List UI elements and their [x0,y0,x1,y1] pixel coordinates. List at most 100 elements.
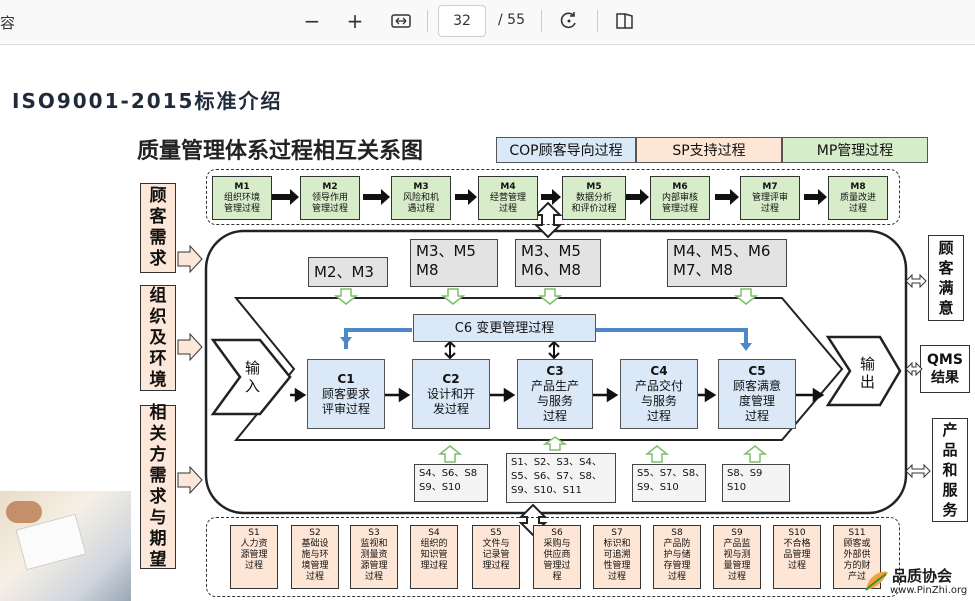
sp-process-code: S4 [428,528,440,538]
watermark-name: 品质协会 [892,567,953,585]
watermark-url: www.PinZhi.org [890,585,968,596]
cop-process-code: C3 [546,364,564,378]
mp-process-code: M4 [500,181,516,192]
m-ref-text: M2、M3 [314,263,374,281]
toolbar-divider [597,10,598,32]
m-ref-box: M2、M3 [308,257,388,287]
s-ref-box: S1、S2、S3、S4、 S5、S6、S7、S8、 S9、S10、S11 [506,453,616,503]
sp-process-code: S3 [368,528,380,538]
s-ref-text: S4、S6、S8 S9、S10 [419,468,478,493]
legend-cop: COP顾客导向过程 [496,137,636,163]
toolbar-divider [427,10,428,32]
mp-process-code: M5 [586,181,602,192]
cop-process-code: C2 [442,371,460,386]
watermark-logo: 品质协会 www.PinZhi.org [862,562,975,600]
s-ref-text: S5、S7、S8、 S9、S10 [637,468,706,493]
sp-process-name: 不合格 品管理 过程 [783,539,811,571]
s-ref-text: S8、S9 S10 [727,468,763,493]
cop-process-name: 设计和开 发过程 [426,386,475,416]
minus-icon: − [303,9,321,33]
m-ref-text: M3、M5 M6、M8 [521,242,581,279]
s-ref-box: S5、S7、S8、 S9、S10 [632,464,706,502]
fit-width-button[interactable] [387,8,415,34]
cop-process-name: 顾客要求 评审过程 [321,386,370,416]
sp-process-code: S8 [671,528,683,538]
rotate-button[interactable] [555,8,583,34]
mp-process-name: 数据分析 和评价过程 [571,192,617,214]
m-ref-text: M4、M5、M6 M7、M8 [673,242,771,279]
mp-process-code: M2 [322,181,338,192]
input-label: 输 入 [245,359,261,395]
mp-process-code: M3 [413,181,429,192]
sp-process-name: 产品防 护与储 存管理 过程 [663,539,691,582]
zoom-out-button[interactable]: − [298,8,326,34]
mp-process-row [206,169,900,225]
sp-process-code: S9 [731,528,743,538]
cop-process-name: 产品生产 与服务 过程 [530,379,579,423]
sp-process-code: S11 [848,528,866,538]
sp-process-name: 监视和 测量资 源管理 过程 [360,539,388,582]
sp-process-name: 组织的 知识管 理过程 [420,539,448,571]
rotate-icon [560,12,576,29]
sp-process-name: 顾客或 外部供 方的财 产过 [843,539,871,582]
m-ref-box: M3、M5 M8 [410,239,498,287]
sp-process-name: 标识和 可追溯 性管理 过程 [603,539,631,582]
sp-process-name: 文件与 记录管 理过程 [482,539,510,571]
cop-process-code: C5 [748,364,766,378]
sp-process-code: S6 [551,528,563,538]
sp-process-code: S1 [248,528,260,538]
s-ref-text: S1、S2、S3、S4、 S5、S6、S7、S8、 S9、S10、S11 [511,457,602,496]
mp-process-name: 风险和机 遇过程 [402,192,439,214]
mp-process-name: 领导作用 管理过程 [311,192,348,214]
m-ref-text: M3、M5 M8 [416,242,476,279]
legend-mp: MP管理过程 [782,137,928,163]
sp-process-name: 基础设 施与环 境管理 过程 [301,539,329,582]
mp-process-name: 质量改进 过程 [839,192,876,214]
mp-process-name: 管理评审 过程 [751,192,788,214]
slide-page: ISO9001-2015标准介绍 质量管理体系过程相互关系图 COP顾客导向过程… [0,45,975,601]
mp-process-code: M7 [762,181,778,192]
mp-process-code: M6 [672,181,688,192]
cop-process-code: C4 [650,364,668,378]
cop-process-name: 产品交付 与服务 过程 [634,379,683,423]
s-ref-box: S8、S9 S10 [722,464,790,502]
mp-process-name: 经营管理 过程 [489,192,526,214]
mp-process-name: 内部审核 管理过程 [661,192,698,214]
decorative-photo [0,491,131,601]
fit-width-icon [391,14,411,28]
leaf-logo-icon [865,571,888,591]
page-view-button[interactable] [611,8,639,34]
zoom-in-button[interactable]: + [341,8,369,34]
mp-process-code: M1 [234,181,250,192]
mp-process-name: 组织环境 管理过程 [223,192,260,214]
sp-process-code: S10 [788,528,806,538]
hand-image [6,501,42,523]
toolbar-title-fragment: 容 [0,14,16,32]
sp-process-name: 人力资 源管理 过程 [240,539,268,571]
sp-process-name: 产品监 视与测 量管理 过程 [723,539,751,582]
page-number-input[interactable] [438,5,486,37]
sp-process-code: S2 [309,528,321,538]
s-ref-box: S4、S6、S8 S9、S10 [414,464,488,502]
sp-process-code: S7 [611,528,623,538]
legend-sp: SP支持过程 [636,137,782,163]
output-customer-satisfaction: 顾 客 满 意 [928,235,964,321]
